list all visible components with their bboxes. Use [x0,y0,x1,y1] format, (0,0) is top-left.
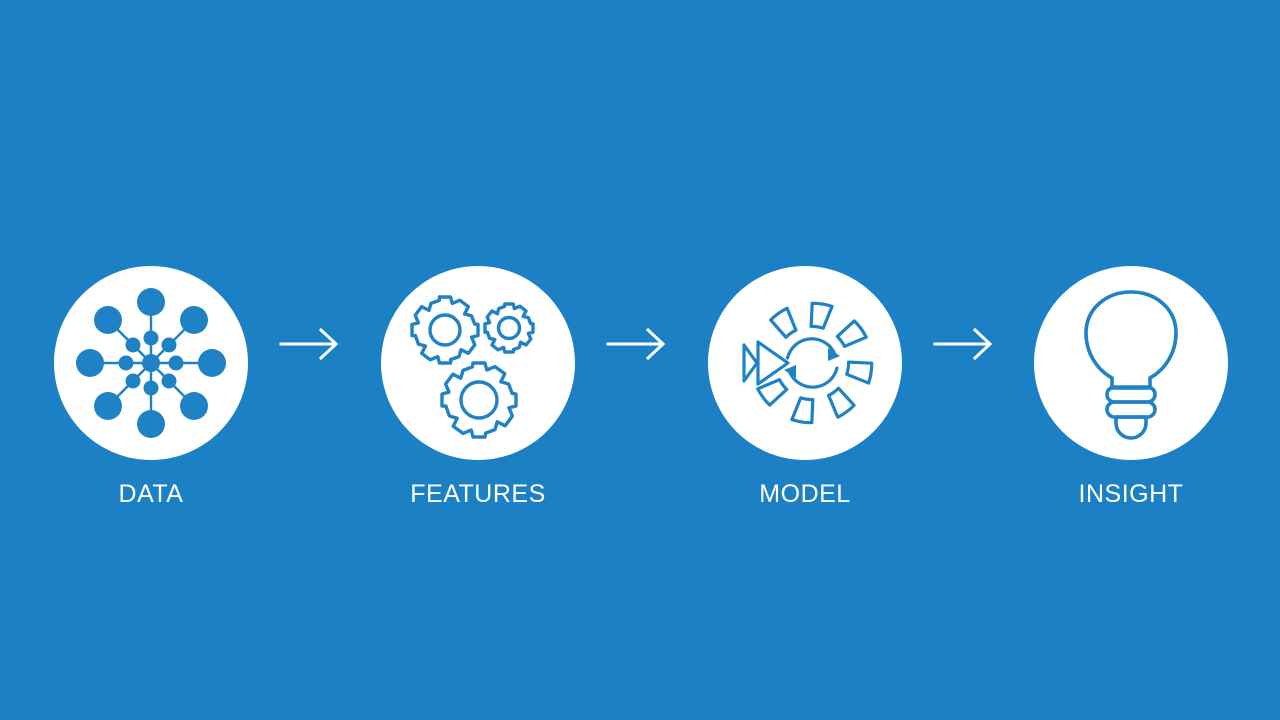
gears-icon [410,295,535,439]
lightbulb-icon [1084,290,1178,440]
flow-step-label-model: MODEL [759,480,851,508]
arrow-right-icon-data-to-features [279,327,339,361]
flow-step-insight[interactable]: INSIGHT [1011,266,1251,508]
flow-step-model[interactable]: MODEL [685,266,925,508]
flow-step-label-data: DATA [118,480,184,508]
segmented-ring-refresh-icon [742,301,874,425]
flow-step-label-features: FEATURES [410,480,546,508]
flow-step-label-insight: INSIGHT [1078,480,1184,508]
arrow-right-icon-model-to-insight [933,327,993,361]
flow-step-features[interactable]: FEATURES [358,266,598,508]
arrow-right-icon-features-to-model [606,327,666,361]
circle-background [1034,266,1228,460]
flow-step-data[interactable]: DATA [31,266,271,508]
icon-circle-features[interactable] [381,266,575,460]
icon-circle-model[interactable] [708,266,902,460]
icon-circle-insight[interactable] [1034,266,1228,460]
network-nodes-icon [76,288,226,438]
icon-circle-data[interactable] [54,266,248,460]
